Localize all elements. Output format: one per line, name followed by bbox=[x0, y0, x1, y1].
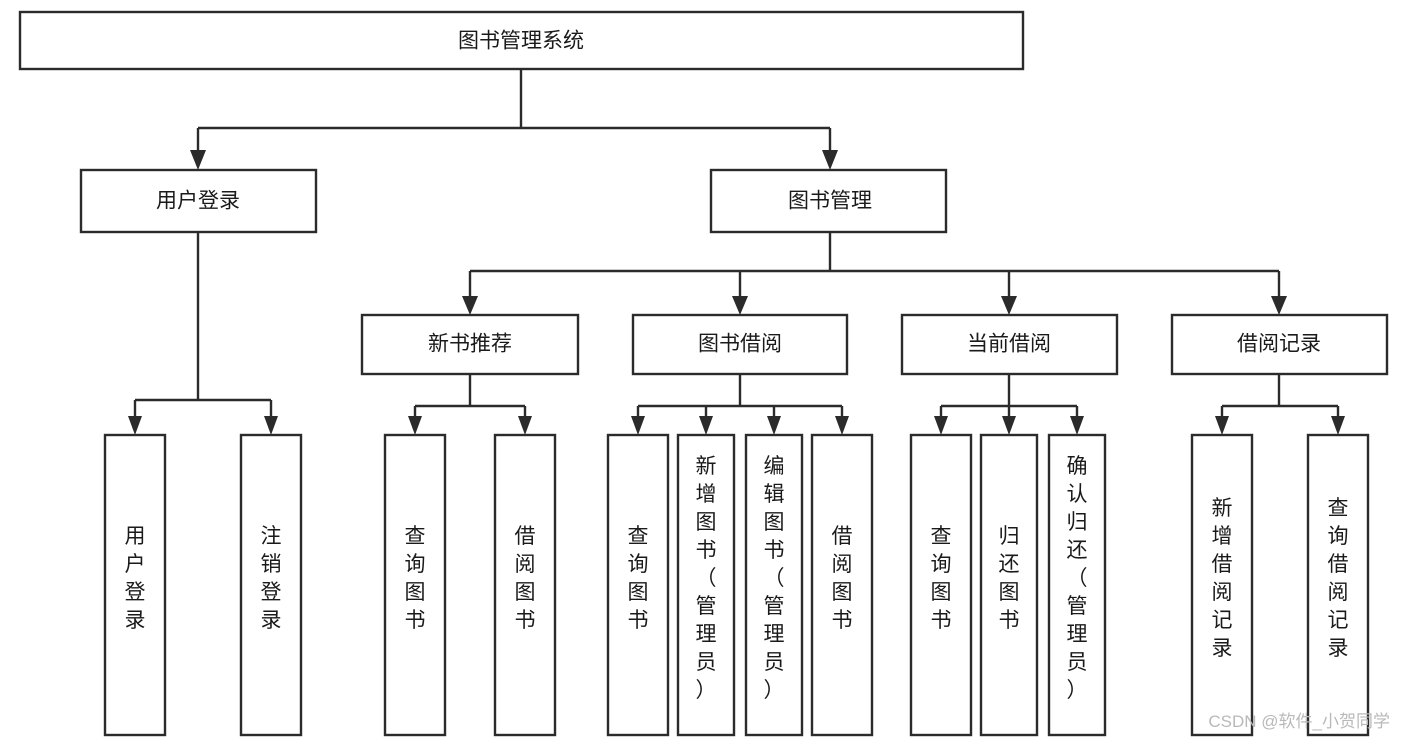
node-leaf-confirm-return-label: 确认归还（管理员） bbox=[1067, 455, 1088, 702]
node-root[interactable]: 图书管理系统 bbox=[18, 10, 1025, 71]
arrow-head-leaf-edit-book bbox=[767, 416, 781, 435]
node-user-login[interactable]: 用户登录 bbox=[79, 168, 318, 234]
node-leaf-confirm-return-box[interactable] bbox=[1047, 433, 1107, 737]
arrow-head-leaf-logout bbox=[264, 416, 278, 435]
node-borrow-record[interactable]: 借阅记录 bbox=[1170, 313, 1389, 376]
node-book-borrow-label: 图书借阅 bbox=[698, 333, 782, 356]
node-leaf-borrow-book-1-box[interactable] bbox=[493, 433, 557, 737]
node-leaf-query-book-1-box[interactable] bbox=[383, 433, 447, 737]
node-leaf-logout-box[interactable] bbox=[239, 433, 303, 737]
node-leaf-query-book-2[interactable]: 查询图书 bbox=[606, 433, 670, 737]
arrow-head-current-borrow bbox=[1001, 296, 1017, 315]
node-book-manage-box[interactable] bbox=[709, 168, 948, 234]
node-leaf-return-book[interactable]: 归还图书 bbox=[979, 433, 1039, 737]
node-user-login-label: 用户登录 bbox=[156, 190, 240, 213]
connector-group-borrow-record bbox=[1215, 374, 1345, 435]
arrow-head-leaf-return-book bbox=[1002, 416, 1016, 435]
node-leaf-add-record[interactable]: 新增借阅记录 bbox=[1190, 433, 1254, 737]
connector-group-book-borrow bbox=[631, 374, 849, 435]
csdn-watermark: CSDN @软件_小贺同学 bbox=[1208, 712, 1390, 731]
connector-group-user-login bbox=[128, 232, 278, 435]
connector-group-new-book-rec bbox=[408, 374, 532, 435]
node-leaf-borrow-book-1[interactable]: 借阅图书 bbox=[493, 433, 557, 737]
node-leaf-edit-book[interactable]: 编辑图书（管理员） bbox=[744, 433, 804, 737]
node-leaf-add-record-box[interactable] bbox=[1190, 433, 1254, 737]
node-current-borrow-label: 当前借阅 bbox=[967, 333, 1051, 356]
node-leaf-query-book-1-label: 查询图书 bbox=[405, 525, 426, 632]
arrow-head-leaf-user-login bbox=[128, 416, 142, 435]
arrow-head-leaf-query-book-1 bbox=[408, 416, 422, 435]
node-leaf-logout-label: 注销登录 bbox=[261, 525, 282, 632]
node-leaf-user-login-label: 用户登录 bbox=[125, 525, 146, 632]
node-leaf-return-book-box[interactable] bbox=[979, 433, 1039, 737]
node-leaf-user-login[interactable]: 用户登录 bbox=[103, 433, 167, 737]
connector-group-book-manage bbox=[462, 232, 1287, 315]
arrow-head-book-borrow bbox=[732, 296, 748, 315]
node-leaf-query-book-2-label: 查询图书 bbox=[628, 525, 649, 632]
node-leaf-query-record-box[interactable] bbox=[1306, 433, 1370, 737]
node-leaf-borrow-book-1-label: 借阅图书 bbox=[515, 525, 536, 632]
node-leaf-query-book-3-label: 查询图书 bbox=[931, 525, 952, 632]
node-leaf-user-login-box[interactable] bbox=[103, 433, 167, 737]
arrow-head-leaf-query-record bbox=[1331, 416, 1345, 435]
node-root-box[interactable] bbox=[18, 10, 1025, 71]
node-current-borrow[interactable]: 当前借阅 bbox=[900, 313, 1119, 376]
arrow-head-user-login bbox=[190, 150, 206, 170]
node-current-borrow-box[interactable] bbox=[900, 313, 1119, 376]
arrow-head-new-book-rec bbox=[462, 296, 478, 315]
arrow-head-book-manage bbox=[822, 150, 838, 170]
node-leaf-add-book-box[interactable] bbox=[676, 433, 736, 737]
arrow-head-leaf-add-book bbox=[699, 416, 713, 435]
arrow-head-leaf-confirm-return bbox=[1070, 416, 1084, 435]
node-leaf-query-record-label: 查询借阅记录 bbox=[1328, 497, 1349, 660]
node-new-book-rec[interactable]: 新书推荐 bbox=[360, 313, 580, 376]
node-leaf-add-record-label: 新增借阅记录 bbox=[1212, 497, 1233, 660]
node-leaf-return-book-label: 归还图书 bbox=[999, 525, 1020, 632]
node-leaf-borrow-book-2-box[interactable] bbox=[810, 433, 874, 737]
node-root-label: 图书管理系统 bbox=[458, 30, 584, 53]
node-leaf-confirm-return[interactable]: 确认归还（管理员） bbox=[1047, 433, 1107, 737]
node-leaf-query-record[interactable]: 查询借阅记录 bbox=[1306, 433, 1370, 737]
arrow-head-leaf-add-record bbox=[1215, 416, 1229, 435]
node-borrow-record-box[interactable] bbox=[1170, 313, 1389, 376]
node-leaf-edit-book-box[interactable] bbox=[744, 433, 804, 737]
node-book-manage-label: 图书管理 bbox=[788, 190, 872, 213]
arrow-head-leaf-borrow-book-2 bbox=[835, 416, 849, 435]
node-book-borrow-box[interactable] bbox=[631, 313, 849, 376]
node-leaf-query-book-1[interactable]: 查询图书 bbox=[383, 433, 447, 737]
node-book-manage[interactable]: 图书管理 bbox=[709, 168, 948, 234]
node-user-login-box[interactable] bbox=[79, 168, 318, 234]
arrow-head-leaf-query-book-3 bbox=[934, 416, 948, 435]
node-book-borrow[interactable]: 图书借阅 bbox=[631, 313, 849, 376]
node-leaf-borrow-book-2-label: 借阅图书 bbox=[832, 525, 853, 632]
connector-group-current-borrow bbox=[934, 374, 1084, 435]
arrow-head-leaf-borrow-book-1 bbox=[518, 416, 532, 435]
node-borrow-record-label: 借阅记录 bbox=[1237, 333, 1321, 356]
node-leaf-add-book[interactable]: 新增图书（管理员） bbox=[676, 433, 736, 737]
node-new-book-rec-box[interactable] bbox=[360, 313, 580, 376]
node-new-book-rec-label: 新书推荐 bbox=[428, 333, 512, 356]
node-leaf-logout[interactable]: 注销登录 bbox=[239, 433, 303, 737]
node-leaf-query-book-3-box[interactable] bbox=[909, 433, 973, 737]
connector-group-root bbox=[190, 69, 838, 170]
node-leaf-query-book-2-box[interactable] bbox=[606, 433, 670, 737]
node-leaf-borrow-book-2[interactable]: 借阅图书 bbox=[810, 433, 874, 737]
node-leaf-query-book-3[interactable]: 查询图书 bbox=[909, 433, 973, 737]
node-leaf-add-book-label: 新增图书（管理员） bbox=[696, 455, 717, 702]
arrow-head-borrow-record bbox=[1271, 296, 1287, 315]
node-leaf-edit-book-label: 编辑图书（管理员） bbox=[764, 455, 785, 702]
arrow-head-leaf-query-book-2 bbox=[631, 416, 645, 435]
